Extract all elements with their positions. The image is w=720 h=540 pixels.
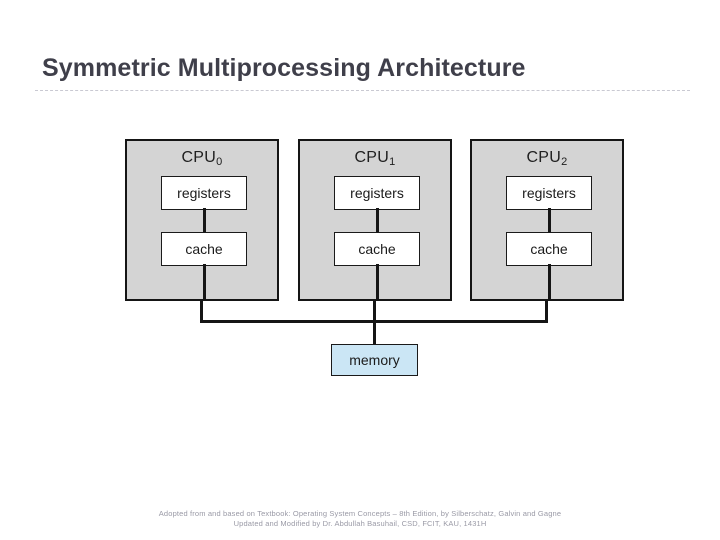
cache-bus-stem-1	[376, 264, 379, 301]
registers-box-1: registers	[334, 176, 420, 210]
cpu-label-0: CPU0	[127, 149, 277, 168]
registers-cache-connector-0	[203, 208, 206, 234]
footer-line-1: Adopted from and based on Textbook: Oper…	[158, 509, 562, 518]
memory-box: memory	[331, 344, 418, 376]
cpu-block-0: CPU0 registers cache	[125, 139, 279, 301]
cache-bus-stem-0	[203, 264, 206, 301]
page-title: Symmetric Multiprocessing Architecture	[42, 54, 526, 82]
cache-box-1: cache	[334, 232, 420, 266]
cpu-label-1: CPU1	[300, 149, 450, 168]
bus-leg-cpu-0	[200, 300, 203, 322]
cpu-block-1: CPU1 registers cache	[298, 139, 452, 301]
cpu-label-1-name: CPU	[354, 149, 390, 166]
cache-box-2: cache	[506, 232, 592, 266]
cpu-label-2: CPU2	[472, 149, 622, 168]
cache-box-0: cache	[161, 232, 247, 266]
bus-leg-cpu-2	[545, 300, 548, 322]
cpu-label-0-name: CPU	[181, 149, 217, 166]
cpu-block-2: CPU2 registers cache	[470, 139, 624, 301]
slide-footer: Adopted from and based on Textbook: Oper…	[0, 509, 720, 529]
footer-line-2: Updated and Modified by Dr. Abdullah Bas…	[233, 519, 487, 528]
registers-box-0: registers	[161, 176, 247, 210]
registers-box-2: registers	[506, 176, 592, 210]
cpu-label-0-index: 0	[216, 156, 223, 168]
cache-bus-stem-2	[548, 264, 551, 301]
registers-cache-connector-2	[548, 208, 551, 234]
memory-connector	[373, 320, 376, 345]
cpu-label-2-name: CPU	[526, 149, 562, 166]
bus-leg-cpu-1	[373, 300, 376, 322]
cpu-label-1-index: 1	[389, 156, 396, 168]
title-divider	[35, 90, 690, 91]
registers-cache-connector-1	[376, 208, 379, 234]
cpu-label-2-index: 2	[561, 156, 568, 168]
